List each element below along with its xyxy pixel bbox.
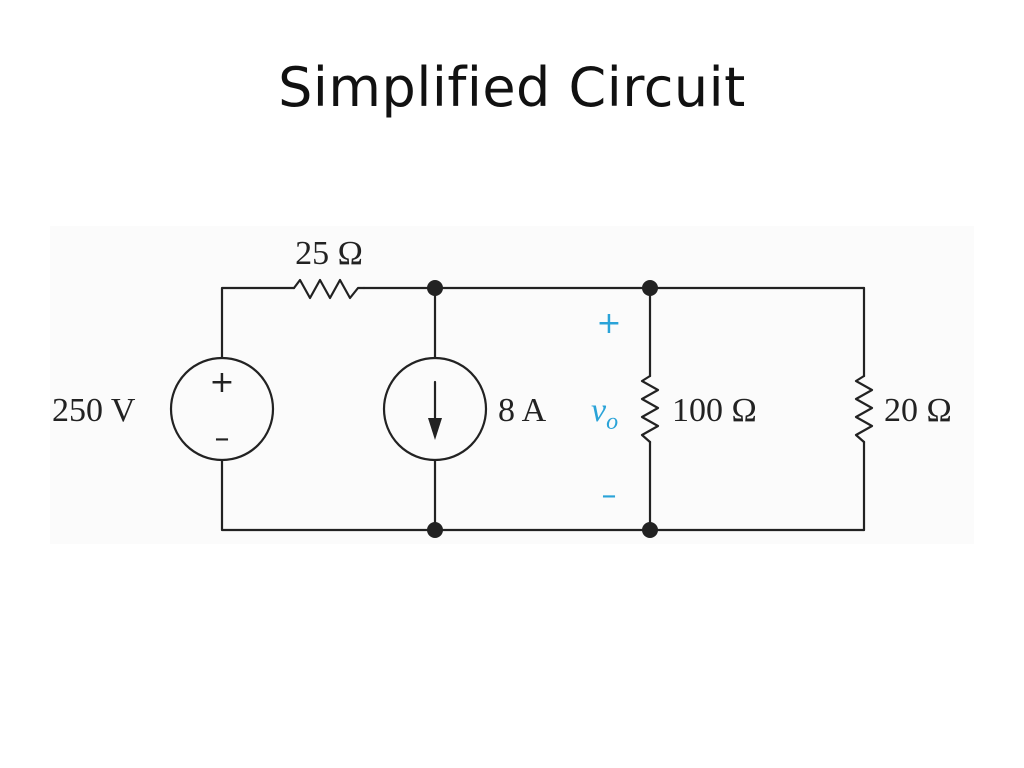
voltage-source-label: 250 V <box>52 392 136 429</box>
voltage-source-plus: + <box>209 365 234 400</box>
series-resistor <box>292 278 366 300</box>
wire-left-top <box>220 286 296 360</box>
right-resistor <box>854 374 874 444</box>
output-voltage-label: vo <box>591 392 618 435</box>
current-source-arrowhead-icon <box>428 418 442 440</box>
node-top-left <box>427 280 443 296</box>
output-voltage-minus: – <box>602 478 617 513</box>
slide-title: Simplified Circuit <box>278 56 746 119</box>
node-bottom-left <box>427 522 443 538</box>
voltage-source <box>169 356 275 462</box>
current-source-label: 8 A <box>498 392 547 429</box>
output-voltage-symbol: v <box>591 392 607 429</box>
circuit-wires <box>220 286 866 532</box>
node-top-right <box>642 280 658 296</box>
middle-resistor-label: 100 Ω <box>672 392 757 429</box>
series-resistor-label: 25 Ω <box>295 235 363 272</box>
voltage-source-minus: – <box>215 421 230 456</box>
right-resistor-label: 20 Ω <box>884 392 952 429</box>
wire-left-bottom <box>220 458 866 532</box>
output-voltage-subscript: o <box>606 409 618 435</box>
output-voltage-plus: + <box>596 306 621 341</box>
current-source <box>382 356 488 462</box>
middle-resistor <box>640 374 660 444</box>
node-bottom-right <box>642 522 658 538</box>
circuit-diagram: + – 25 Ω 250 V 8 A + vo – 100 Ω 20 Ω <box>50 226 974 544</box>
